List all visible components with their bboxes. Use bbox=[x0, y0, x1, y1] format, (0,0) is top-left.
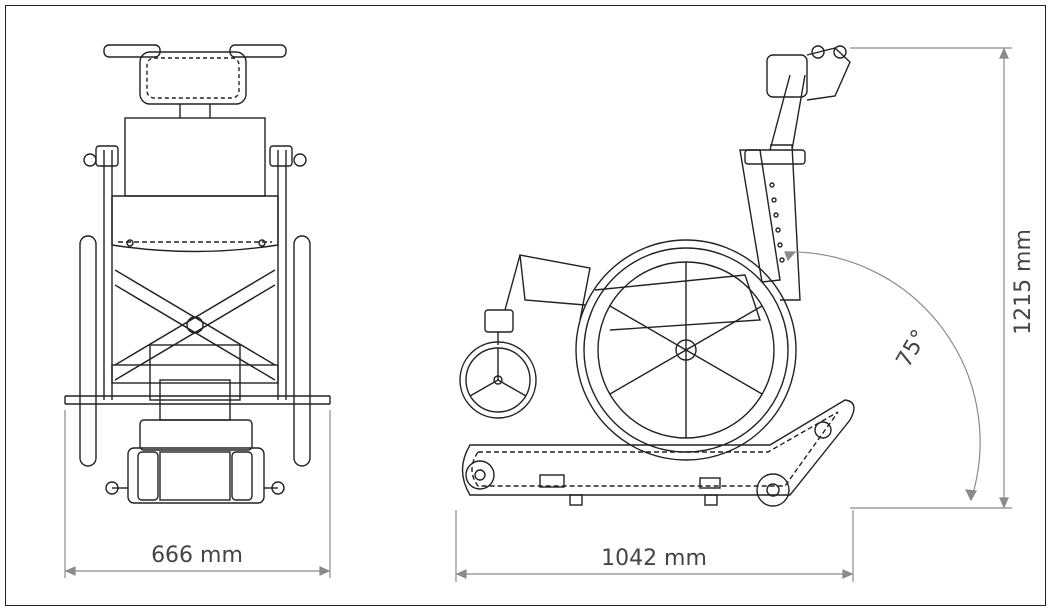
angle-indicator bbox=[784, 251, 981, 502]
side-length-dimension bbox=[455, 510, 854, 582]
height-label: 1215 mm bbox=[1011, 229, 1036, 335]
front-width-dimension bbox=[64, 410, 331, 578]
mast-holes bbox=[769, 182, 785, 263]
angle-label: 75° bbox=[892, 326, 933, 372]
drawing-frame bbox=[5, 5, 1046, 606]
front-width-label: 666 mm bbox=[151, 543, 243, 568]
side-view bbox=[459, 45, 855, 507]
front-view bbox=[64, 44, 331, 504]
height-dimension bbox=[850, 47, 1012, 509]
side-length-label: 1042 mm bbox=[601, 546, 707, 571]
wheel-spokes bbox=[609, 262, 763, 438]
